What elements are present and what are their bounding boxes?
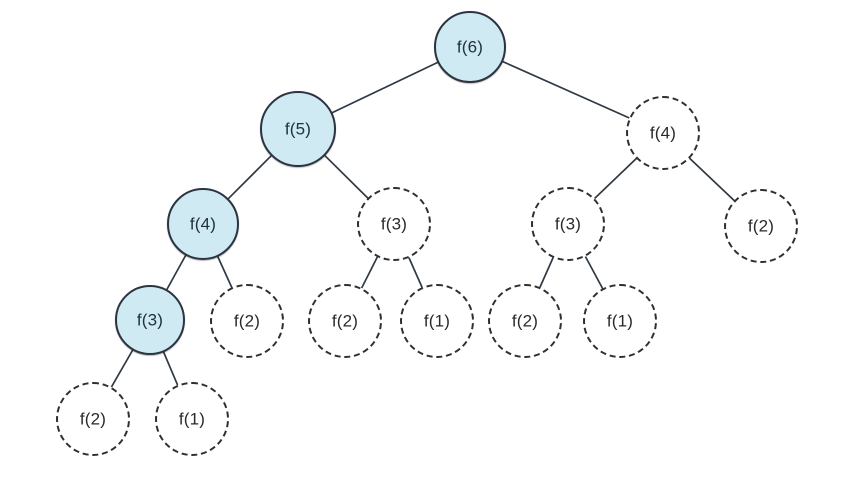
tree-node-label: f(3) (380, 214, 408, 233)
tree-node-label: f(4) (189, 214, 217, 233)
tree-node-label: f(2) (79, 409, 107, 428)
tree-node[interactable]: f(4) (626, 96, 700, 170)
tree-node-label: f(5) (284, 119, 312, 138)
tree-edge (165, 252, 188, 292)
tree-edge (162, 349, 180, 388)
tree-edge (226, 153, 274, 201)
tree-edge (687, 156, 737, 203)
tree-node-label: f(1) (178, 409, 206, 428)
tree-node[interactable]: f(1) (583, 284, 657, 358)
tree-edge (359, 254, 380, 291)
tree-node[interactable]: f(3) (115, 285, 185, 355)
tree-node-label: f(3) (554, 214, 582, 233)
tree-node[interactable]: f(2) (210, 284, 284, 358)
tree-edge (322, 153, 370, 201)
tree-edge (329, 60, 441, 115)
tree-node-label: f(4) (649, 123, 677, 142)
tree-node-label: f(3) (136, 310, 164, 329)
tree-node[interactable]: f(2) (724, 189, 798, 263)
tree-node-label: f(2) (331, 311, 359, 330)
tree-node-label: f(1) (606, 311, 634, 330)
tree-node[interactable]: f(2) (56, 382, 130, 456)
tree-edge (109, 347, 135, 390)
tree-node-label: f(2) (511, 311, 539, 330)
tree-edge (500, 59, 632, 120)
tree-edge (592, 156, 639, 201)
tree-node-label: f(1) (423, 311, 451, 330)
tree-edge (407, 255, 424, 290)
tree-node[interactable]: f(6) (434, 11, 506, 83)
tree-node[interactable]: f(5) (260, 91, 336, 167)
tree-node-label: f(2) (747, 216, 775, 235)
tree-node[interactable]: f(3) (357, 187, 431, 261)
tree-node[interactable]: f(1) (155, 382, 229, 456)
tree-node[interactable]: f(2) (488, 284, 562, 358)
tree-node-label: f(6) (456, 37, 484, 56)
tree-edge (538, 255, 555, 290)
tree-edge (216, 254, 234, 290)
tree-edge (583, 253, 605, 292)
tree-node[interactable]: f(2) (308, 284, 382, 358)
tree-node[interactable]: f(3) (531, 187, 605, 261)
tree-node[interactable]: f(1) (400, 284, 474, 358)
tree-node[interactable]: f(4) (167, 188, 239, 260)
tree-node-label: f(2) (233, 311, 261, 330)
